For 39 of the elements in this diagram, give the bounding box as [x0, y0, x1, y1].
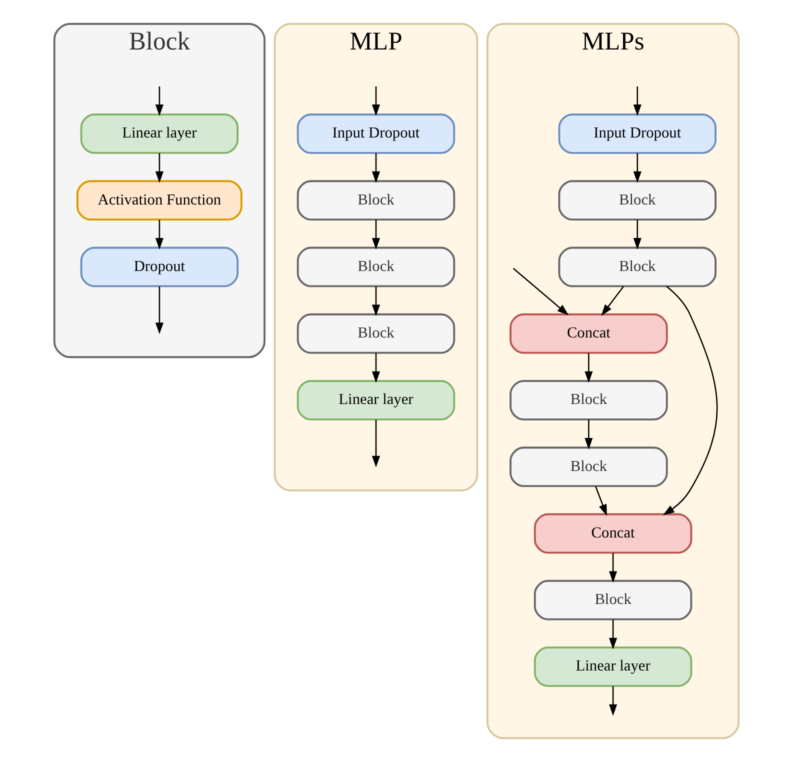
arrow: [155, 220, 164, 250]
arrow: [372, 286, 380, 316]
node-box: Block: [296, 246, 456, 288]
node-box: Input Dropout: [296, 114, 456, 154]
arrow: [372, 86, 380, 116]
arrow: [155, 286, 164, 334]
node-box: Block: [558, 180, 717, 221]
node-box: Block: [296, 180, 456, 221]
node-box: Block: [534, 580, 692, 620]
arrow: [601, 286, 624, 316]
arrow: [372, 153, 380, 183]
node-box: Concat: [534, 513, 692, 554]
arrow: [662, 286, 718, 516]
arrow: [372, 353, 380, 383]
arrow: [633, 153, 642, 183]
node-box: Concat: [510, 313, 668, 354]
arrow: [512, 268, 569, 316]
arrow: [633, 86, 642, 116]
node-box: Linear layer: [296, 380, 456, 420]
arrow: [372, 420, 380, 468]
arrow: [609, 552, 618, 583]
arrow: [609, 620, 618, 650]
arrow: [372, 220, 380, 250]
node-box: Block: [510, 446, 668, 488]
node-box: Dropout: [80, 246, 239, 288]
arrow: [155, 86, 164, 116]
node-box: Linear layer: [80, 114, 239, 154]
node-box: Block: [558, 246, 717, 288]
arrow: [584, 420, 593, 450]
arrow: [633, 220, 642, 250]
node-box: Activation Function: [76, 180, 242, 221]
arrow: [155, 153, 164, 183]
node-box: Block: [510, 380, 668, 420]
arrow: [609, 686, 618, 716]
node-box: Input Dropout: [558, 114, 717, 154]
node-box: Block: [296, 313, 456, 354]
arrow: [584, 353, 593, 383]
node-box: Linear layer: [534, 646, 692, 687]
arrow: [595, 486, 607, 516]
